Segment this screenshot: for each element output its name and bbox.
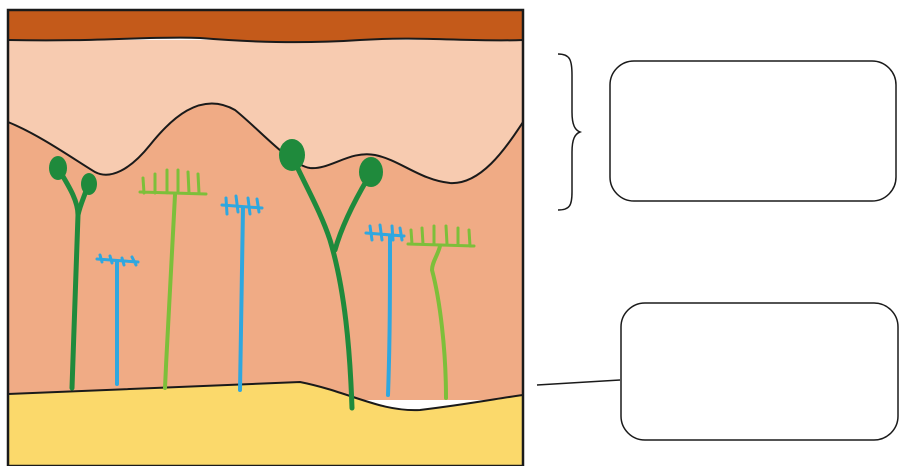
curly-brace [558,54,580,210]
label-box-top[interactable] [610,61,896,201]
surface-layer [8,10,523,42]
pointer-line [537,380,620,385]
label-box-bottom[interactable] [621,303,898,440]
